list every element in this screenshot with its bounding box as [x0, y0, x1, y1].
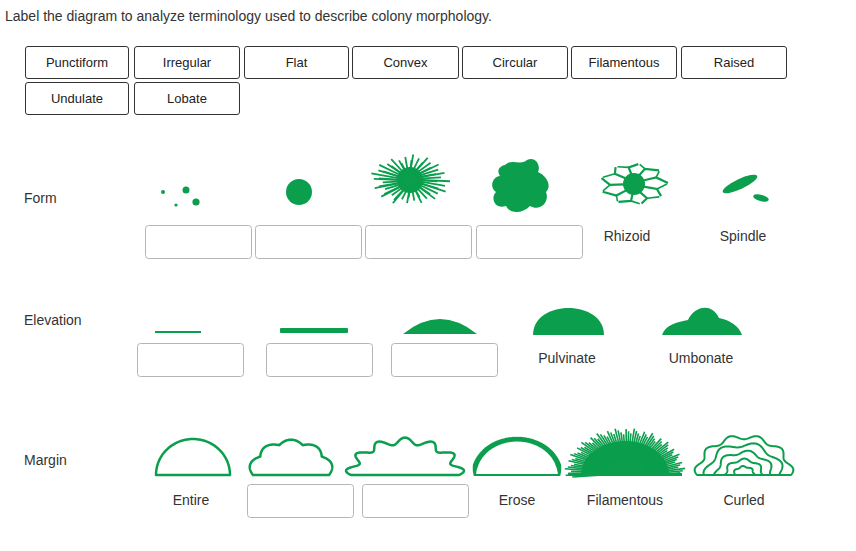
term-text: Flat — [286, 55, 308, 70]
word-bank-term: Punctiform — [25, 46, 129, 79]
given-term: Rhizoid — [604, 228, 651, 244]
answer-box — [392, 344, 498, 377]
convex-elevation — [403, 319, 477, 334]
curled-margin — [734, 466, 755, 475]
word-bank-term: Lobate — [134, 82, 240, 115]
filamentous-colony — [371, 154, 450, 203]
curled-margin — [725, 459, 763, 475]
punctiform-dot — [174, 203, 177, 206]
flat-elevation — [155, 331, 201, 333]
answer-box — [366, 226, 472, 259]
term-text: Convex — [383, 55, 427, 70]
answer-box — [146, 226, 252, 259]
word-bank-term: Circular — [462, 46, 568, 79]
term-text: Punctiform — [46, 55, 108, 70]
umbonate-elevation — [662, 308, 742, 335]
punctiform-dot — [161, 190, 165, 194]
row-label: Elevation — [24, 312, 82, 328]
answer-box — [363, 485, 469, 518]
row-label: Form — [24, 190, 57, 206]
erose-margin — [474, 438, 561, 475]
word-bank-term: Convex — [352, 46, 459, 79]
spindle-colony — [752, 193, 769, 203]
term-text: Undulate — [51, 91, 103, 106]
word-bank-term: Flat — [244, 46, 349, 79]
term-text: Raised — [714, 55, 754, 70]
given-term: Spindle — [720, 228, 767, 244]
answer-box — [248, 485, 354, 518]
curled-margin — [714, 451, 772, 475]
answer-box — [477, 226, 583, 259]
punctiform-dot — [192, 198, 199, 205]
curled-margin — [704, 443, 783, 475]
term-text: Circular — [493, 55, 538, 70]
raised-elevation — [280, 328, 348, 333]
given-term: Erose — [499, 492, 536, 508]
given-term: Pulvinate — [538, 350, 596, 366]
term-text: Irregular — [163, 55, 211, 70]
curled-margin — [695, 436, 794, 475]
term-text: Filamentous — [589, 55, 660, 70]
word-bank-term: Undulate — [25, 82, 129, 115]
answer-box — [256, 226, 362, 259]
filamentous-margin — [565, 429, 685, 477]
undulate-margin — [346, 438, 464, 475]
spindle-colony — [721, 171, 760, 196]
given-term: Filamentous — [587, 492, 663, 508]
irregular-colony — [492, 159, 548, 212]
word-bank-term: Filamentous — [571, 46, 677, 79]
punctiform-dot — [183, 187, 190, 194]
row-label: Margin — [24, 452, 67, 468]
instruction-title: Label the diagram to analyze terminology… — [5, 8, 492, 24]
entire-margin — [156, 439, 230, 475]
term-text: Lobate — [167, 91, 207, 106]
given-term: Entire — [173, 492, 210, 508]
given-term: Curled — [723, 492, 764, 508]
answer-box — [267, 344, 373, 377]
circular-colony — [286, 179, 312, 205]
rhizoid-colony — [602, 164, 668, 204]
colony-figures — [155, 154, 793, 477]
pulvinate-elevation — [533, 308, 604, 335]
word-bank-term: Irregular — [134, 46, 240, 79]
answer-box — [138, 344, 244, 377]
word-bank-term: Raised — [681, 46, 787, 79]
lobate-margin — [250, 440, 333, 475]
given-term: Umbonate — [669, 350, 734, 366]
